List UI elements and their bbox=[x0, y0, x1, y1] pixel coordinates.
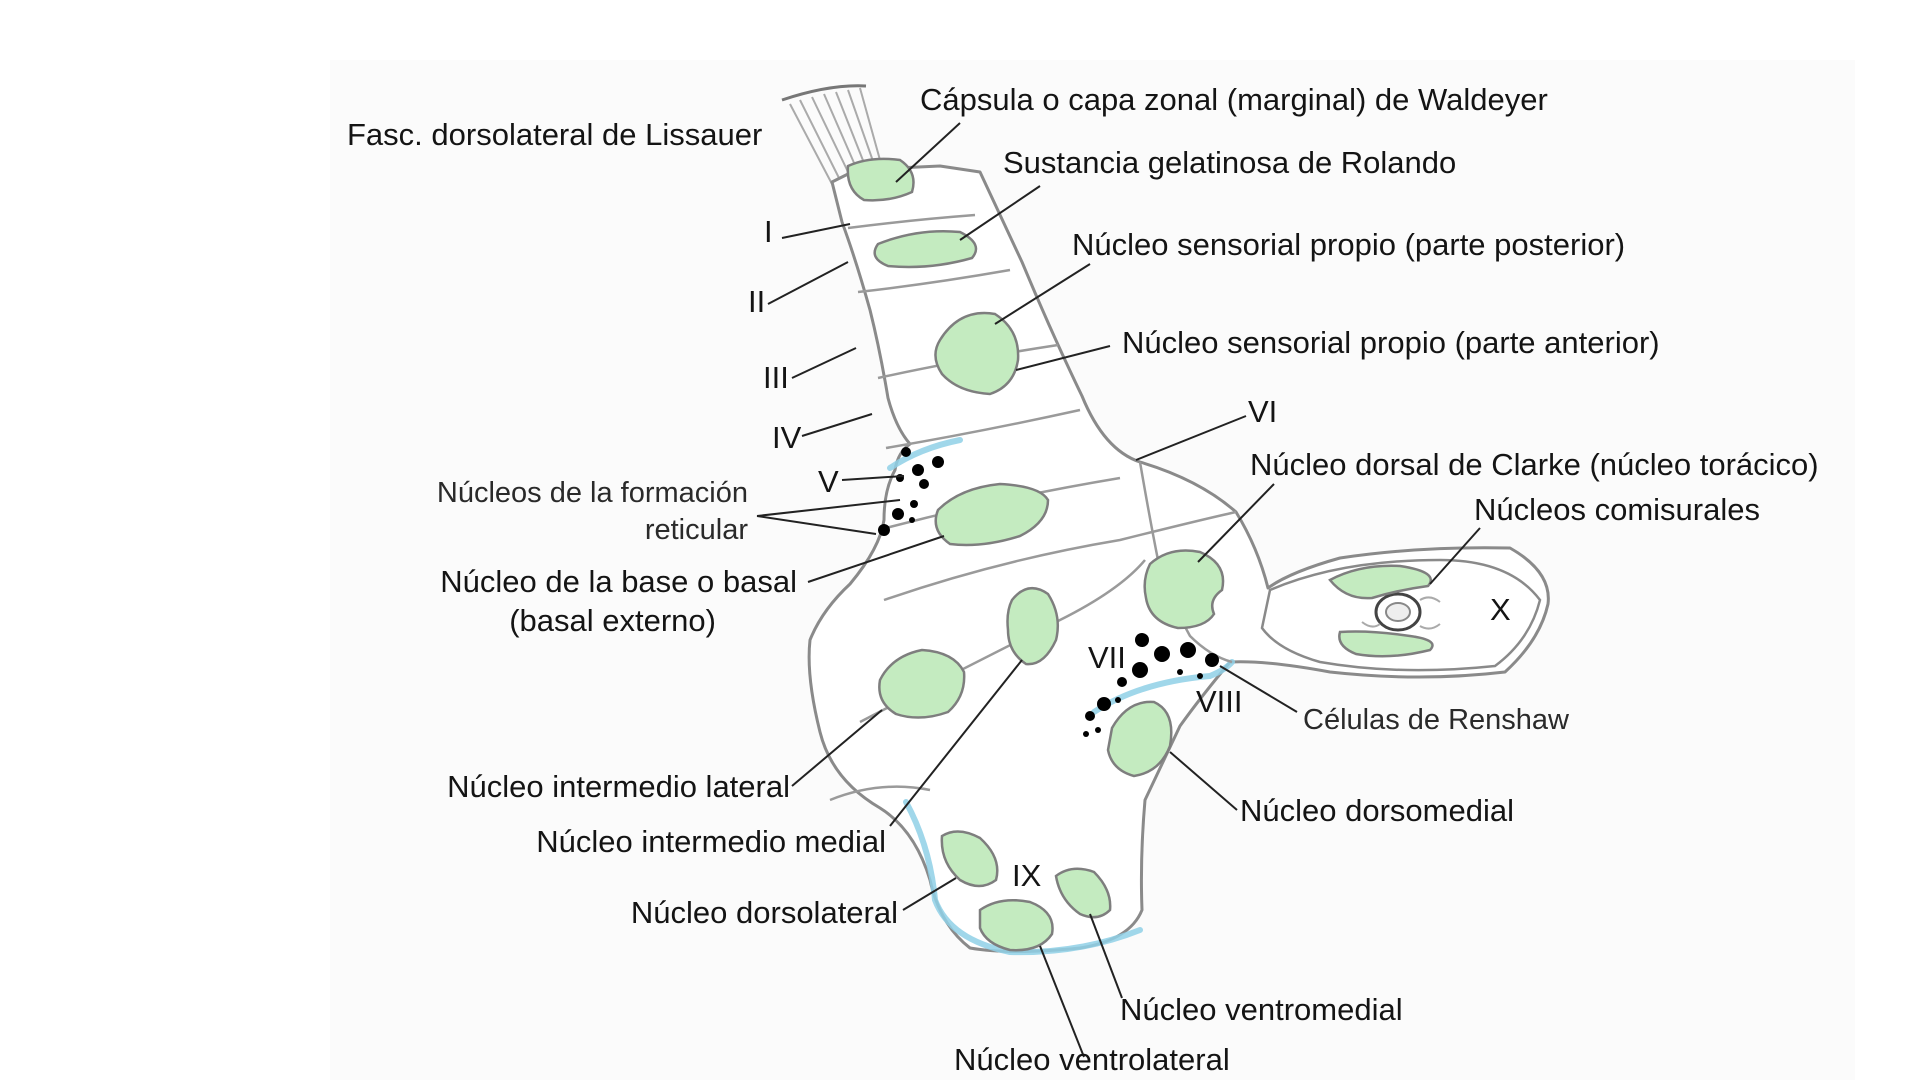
label-clarke: Núcleo dorsal de Clarke (núcleo torácico… bbox=[1250, 447, 1819, 482]
nucleus-ventromedial bbox=[1054, 867, 1112, 919]
label-sensorial-posterior: Núcleo sensorial propio (parte posterior… bbox=[1072, 227, 1625, 262]
lamina-x-label: X bbox=[1490, 592, 1511, 627]
label-intermedio-lateral: Núcleo intermedio lateral bbox=[447, 769, 790, 804]
nucleus-intermedio-medial bbox=[1006, 587, 1059, 666]
central-canal-lumen bbox=[1385, 602, 1411, 622]
nuclei bbox=[846, 157, 1434, 952]
blue-edge-v bbox=[887, 437, 963, 471]
nucleus-waldeyer bbox=[846, 157, 915, 202]
nucleus-rolando bbox=[873, 229, 978, 269]
renshaw-cells-dots bbox=[1083, 633, 1219, 737]
lamina-v-label: V bbox=[818, 464, 839, 499]
lamina-i-label: I bbox=[764, 214, 773, 249]
label-reticular-2: reticular bbox=[645, 514, 748, 546]
label-sensorial-anterior: Núcleo sensorial propio (parte anterior) bbox=[1122, 325, 1660, 360]
label-lissauer: Fasc. dorsolateral de Lissauer bbox=[347, 117, 762, 152]
lamina-vi-label: VI bbox=[1248, 394, 1277, 429]
label-reticular-1: Núcleos de la formación bbox=[437, 477, 748, 509]
nucleus-ventrolateral bbox=[978, 899, 1054, 952]
lamina-ii-label: II bbox=[748, 284, 765, 319]
label-basal-1: Núcleo de la base o basal bbox=[440, 564, 797, 599]
nucleus-comisural-superior bbox=[1328, 564, 1432, 600]
nucleus-sensorial-propio bbox=[934, 311, 1020, 396]
lamina-ix-label: IX bbox=[1012, 858, 1042, 893]
nucleus-intermedio-lateral bbox=[878, 648, 966, 719]
nucleus-clarke bbox=[1143, 549, 1225, 630]
lamina-iv-label: IV bbox=[772, 420, 802, 455]
lamina-x-boundary bbox=[1260, 558, 1542, 672]
labels: Fasc. dorsolateral de Lissauer Cápsula o… bbox=[347, 82, 1819, 1077]
label-ventrolateral: Núcleo ventrolateral bbox=[954, 1042, 1230, 1077]
blue-edge-ix bbox=[903, 799, 1143, 956]
label-dorsolateral: Núcleo dorsolateral bbox=[631, 895, 898, 930]
label-comisurales: Núcleos comisurales bbox=[1474, 492, 1760, 527]
lamina-numerals: I II III IV V VI VII VIII IX X bbox=[748, 214, 1511, 893]
label-renshaw: Células de Renshaw bbox=[1303, 704, 1570, 736]
label-intermedio-medial: Núcleo intermedio medial bbox=[536, 824, 886, 859]
nucleus-dorsolateral bbox=[940, 830, 999, 888]
leader-lines bbox=[756, 122, 1481, 1058]
lamina-iii-label: III bbox=[763, 360, 789, 395]
label-waldeyer: Cápsula o capa zonal (marginal) de Walde… bbox=[920, 82, 1548, 117]
label-dorsomedial: Núcleo dorsomedial bbox=[1240, 793, 1514, 828]
nucleus-dorsomedial bbox=[1106, 700, 1173, 778]
label-ventromedial: Núcleo ventromedial bbox=[1120, 992, 1403, 1027]
nucleus-comisural-inferior bbox=[1338, 630, 1434, 658]
label-rolando: Sustancia gelatinosa de Rolando bbox=[1003, 145, 1456, 180]
lamina-vii-label: VII bbox=[1088, 640, 1126, 675]
label-basal-2: (basal externo) bbox=[509, 603, 716, 638]
lissauer-tract-hatching bbox=[781, 84, 881, 185]
nucleus-basal bbox=[934, 482, 1050, 547]
lamina-viii-label: VIII bbox=[1196, 684, 1243, 719]
